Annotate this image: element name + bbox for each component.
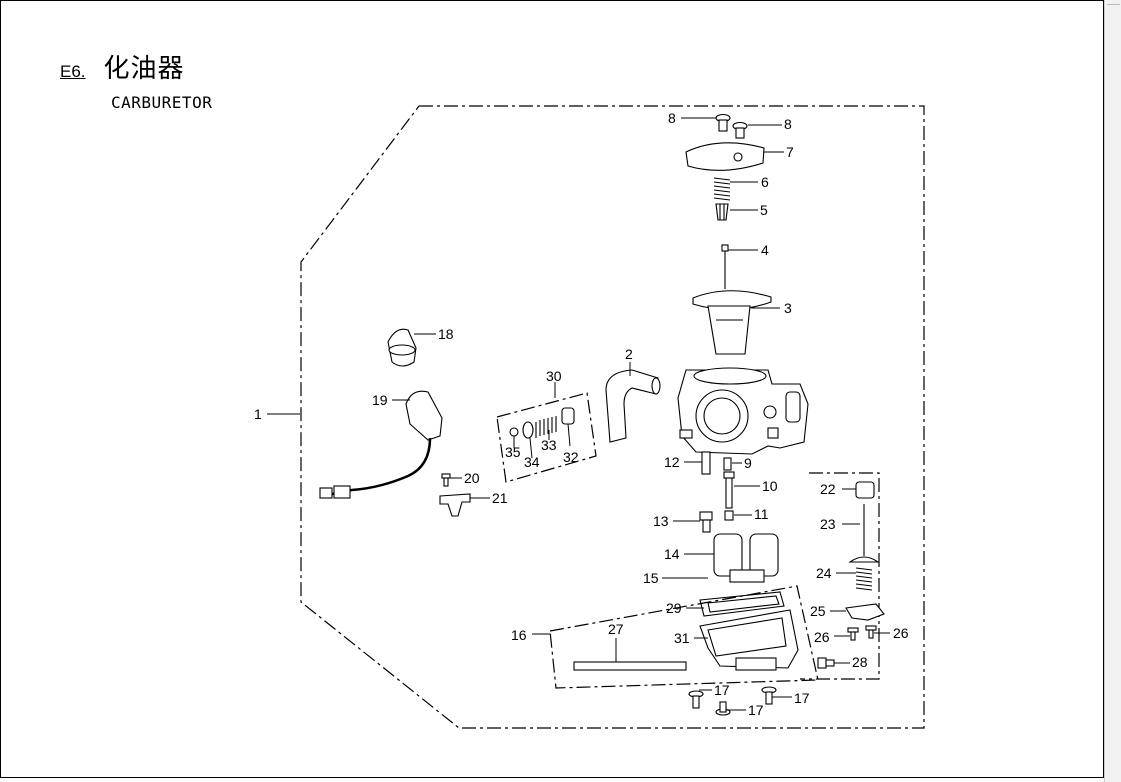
part-spring-24 (855, 567, 873, 591)
part-jet-12 (701, 451, 711, 475)
part-screw-26a (847, 627, 859, 641)
part-o-ring-35 (509, 427, 519, 437)
callout-32: 32 (563, 449, 579, 465)
callout-33: 33 (541, 437, 557, 453)
part-hose-2 (605, 369, 659, 443)
part-bracket-21 (439, 493, 471, 517)
callout-30: 30 (546, 368, 562, 384)
callout-15: 15 (643, 570, 659, 586)
part-screw-26b (865, 625, 877, 639)
callout-16: 16 (511, 627, 527, 643)
part-washer-34 (522, 421, 534, 439)
callout-3: 3 (784, 300, 792, 316)
callout-11: 11 (754, 506, 769, 522)
part-cap-18 (387, 328, 417, 367)
callout-26b: 26 (893, 625, 909, 641)
part-screw-20 (441, 473, 451, 487)
callout-20: 20 (464, 470, 480, 486)
part-drain-screw-28 (817, 657, 835, 669)
title-english: CARBURETOR (111, 93, 213, 112)
part-gasket-29 (699, 591, 785, 617)
group-30-boundary (496, 392, 597, 483)
callout-13: 13 (653, 513, 669, 529)
callout-28: 28 (852, 654, 868, 670)
callout-12: 12 (664, 454, 680, 470)
main-assembly-boundary (300, 105, 925, 729)
part-auto-choke-19 (319, 390, 443, 499)
callout-17a: 17 (714, 682, 730, 698)
callout-23: 23 (820, 516, 836, 532)
exploded-parts-diagram: 1 2 3 4 5 6 7 8 8 9 10 11 12 13 14 15 16… (254, 105, 925, 729)
callout-5: 5 (760, 202, 768, 218)
part-screw-13 (699, 511, 713, 533)
callout-27: 27 (608, 621, 624, 637)
callout-8b: 8 (784, 116, 792, 132)
callout-4: 4 (761, 242, 769, 258)
callout-35: 35 (505, 444, 521, 460)
callout-7: 7 (786, 144, 794, 160)
callout-21: 21 (492, 490, 508, 506)
part-cover-25 (845, 603, 885, 621)
callout-34: 34 (524, 454, 540, 470)
part-plunger-32 (561, 407, 575, 425)
part-spring-33 (535, 416, 557, 438)
callout-18: 18 (438, 326, 454, 342)
callout-8a: 8 (668, 110, 676, 126)
callout-6: 6 (761, 174, 769, 190)
callout-10: 10 (762, 478, 778, 494)
page-edge-strip (1104, 0, 1121, 782)
drawing-frame (0, 0, 1104, 778)
group-22-boundary (800, 472, 880, 680)
callout-9: 9 (744, 455, 752, 471)
callout-24: 24 (816, 565, 832, 581)
callout-29: 29 (666, 600, 682, 616)
callout-17c: 17 (794, 690, 810, 706)
part-spring-6 (713, 177, 731, 201)
part-screw-17c (715, 701, 731, 716)
part-piston-valve-3 (692, 290, 772, 355)
part-valve-23 (848, 504, 880, 563)
part-screw-8a (715, 113, 731, 132)
callout-26a: 26 (814, 629, 830, 645)
part-screw-8b (732, 121, 748, 139)
callout-22: 22 (820, 481, 836, 497)
part-needle-jet-10 (723, 471, 735, 509)
callout-1: 1 (254, 406, 262, 422)
part-float-chamber-31 (699, 609, 799, 671)
callout-2: 2 (625, 346, 633, 362)
part-screw-17b (761, 686, 777, 705)
part-cap-22 (855, 481, 875, 499)
part-screw-17a (688, 690, 704, 709)
callout-31: 31 (674, 630, 690, 646)
title-chinese: 化油器 (103, 54, 185, 84)
section-heading: E6. 化油器 (60, 48, 185, 85)
callout-19: 19 (372, 392, 388, 408)
part-carburetor-body (677, 367, 809, 455)
part-jet-needle-4 (721, 244, 729, 289)
part-top-cover-7 (685, 142, 765, 171)
part-needle-clip-5 (715, 203, 729, 221)
part-jet-9 (723, 457, 732, 471)
callout-17b: 17 (748, 702, 764, 718)
callout-labels: 1 2 3 4 5 6 7 8 8 9 10 11 12 13 14 15 16… (254, 110, 909, 718)
callout-14: 14 (664, 546, 680, 562)
part-drain-tube-27 (573, 661, 687, 671)
section-code: E6. (60, 62, 86, 81)
part-float-14 (713, 533, 779, 583)
group-16-boundary (549, 585, 819, 689)
part-pilot-jet-11 (724, 510, 734, 521)
callout-25: 25 (810, 603, 826, 619)
